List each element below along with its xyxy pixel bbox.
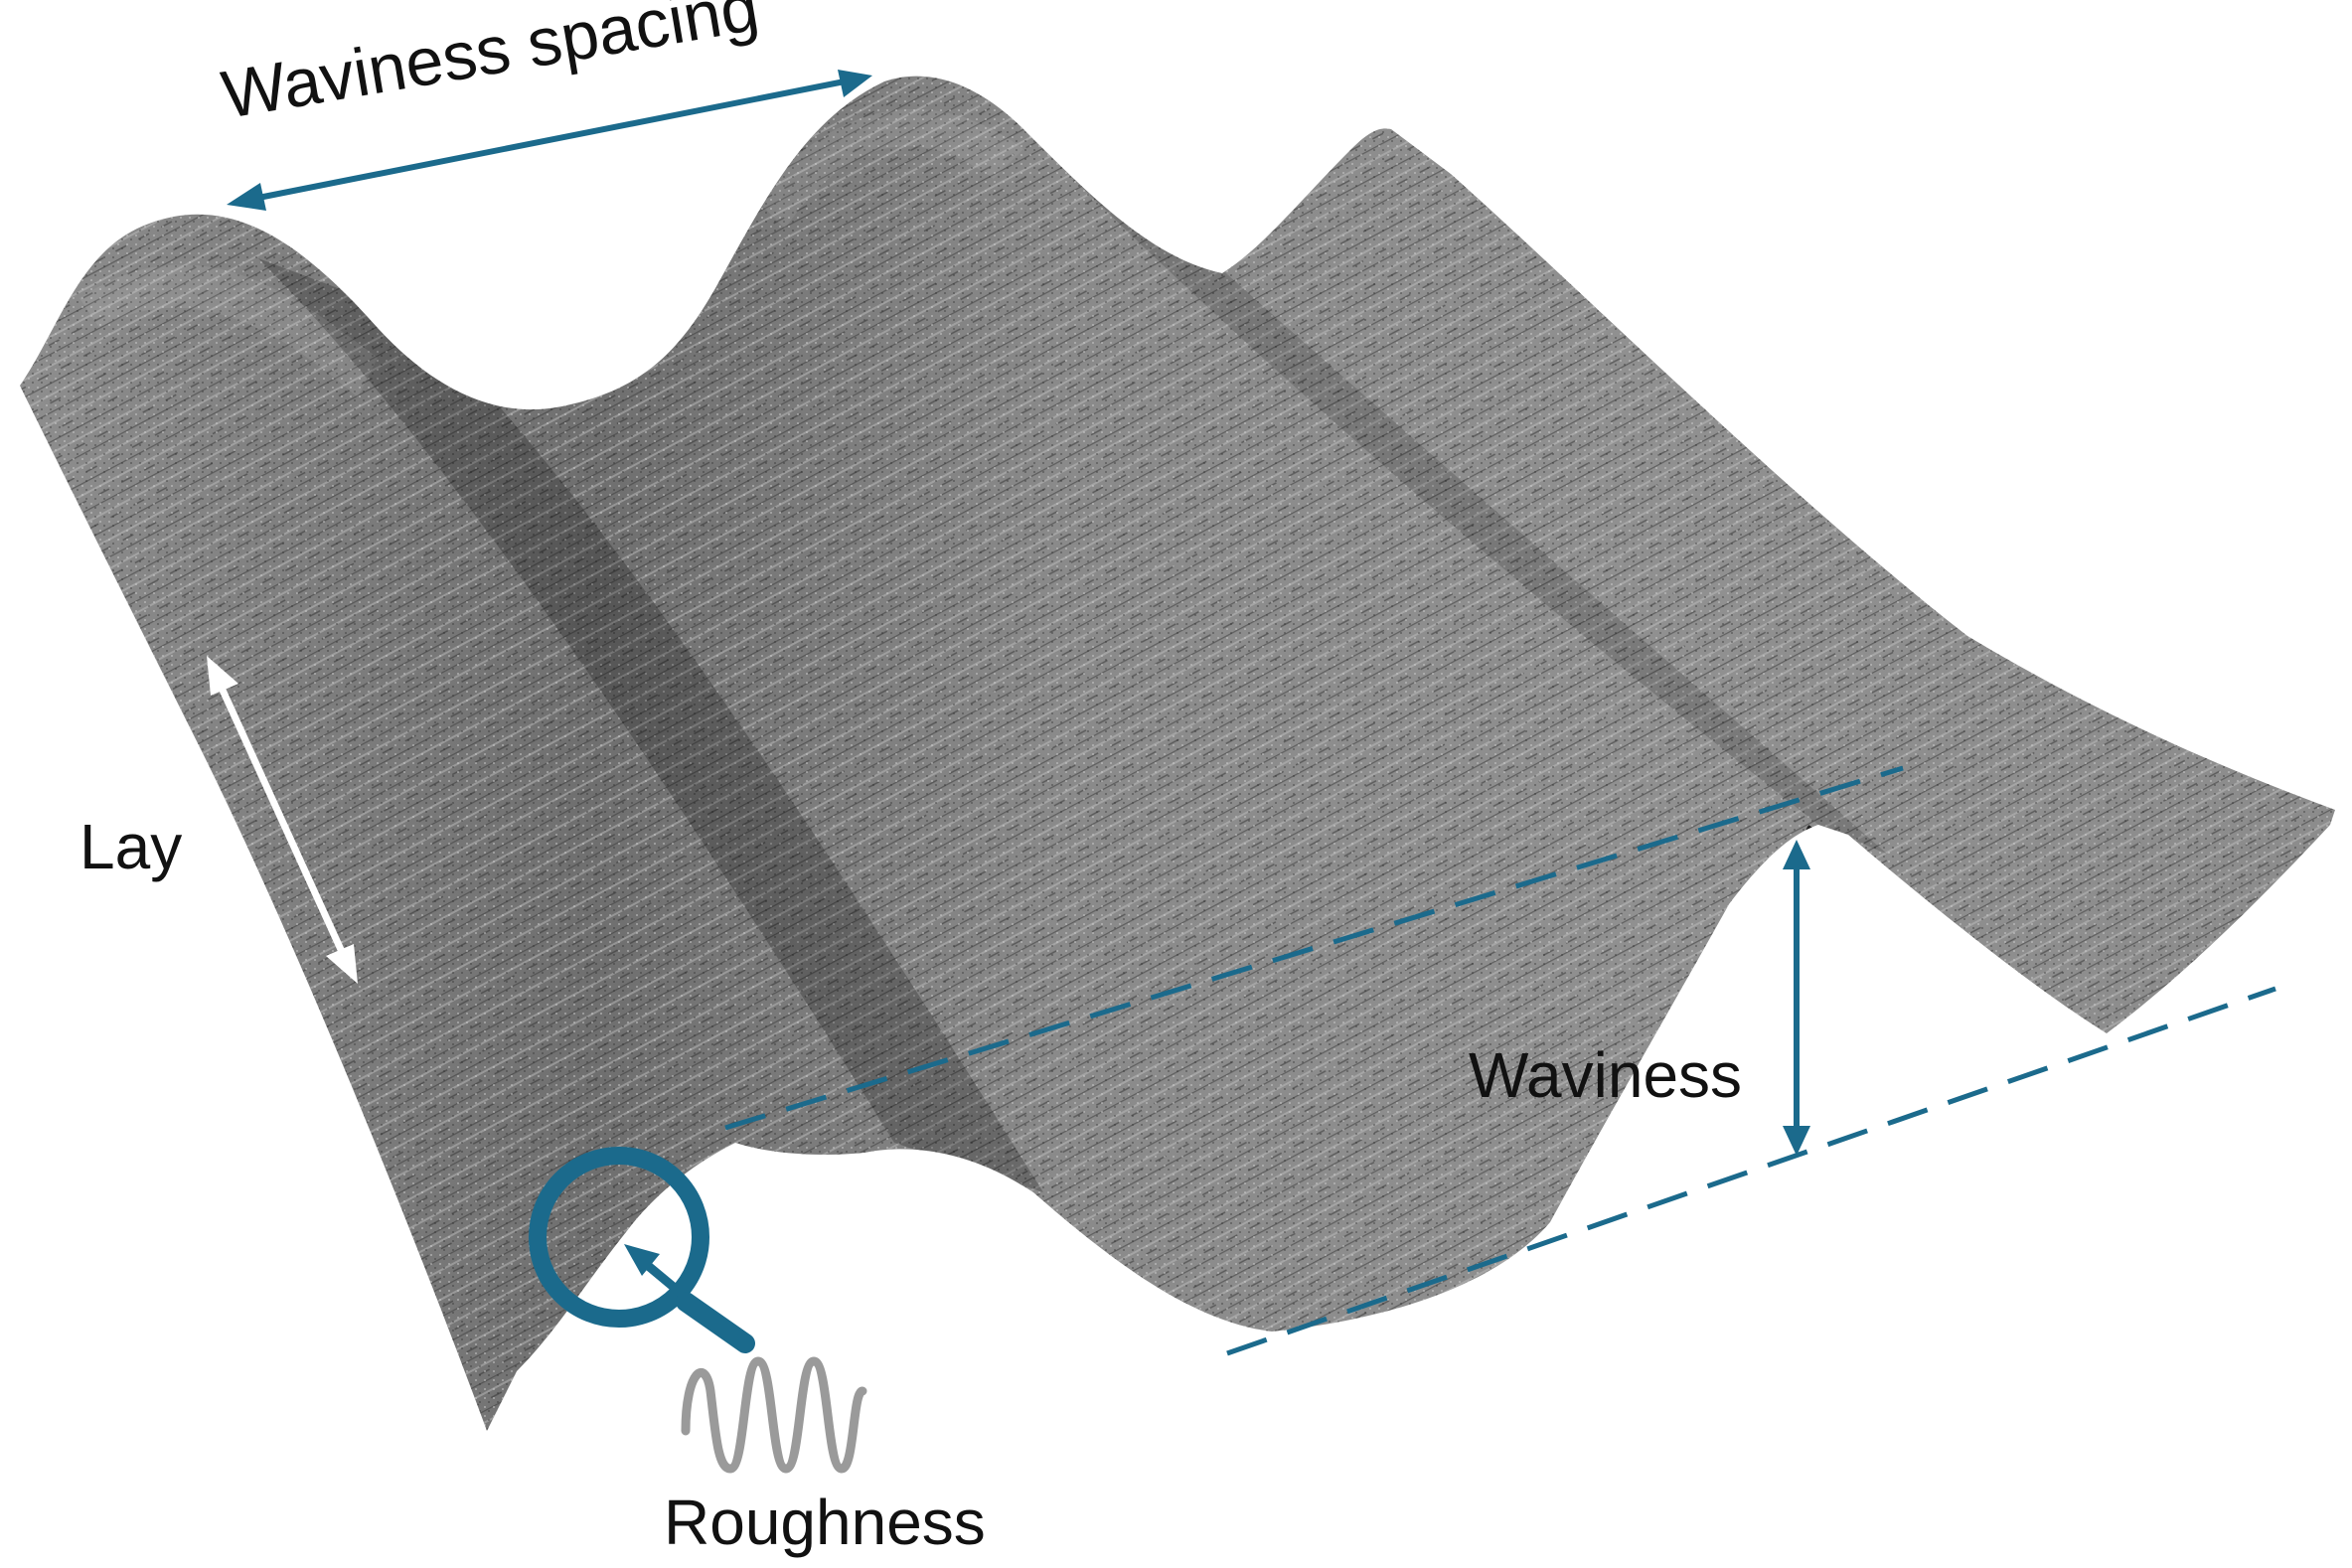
lay-arrow: [207, 656, 358, 984]
sine-wave-icon: [681, 1356, 867, 1474]
roughness-label: Roughness: [664, 1487, 986, 1558]
roughness-pointer-arrow: [624, 1244, 685, 1298]
waviness-reference-lines: [724, 765, 2276, 1356]
upper-dashed-line: [724, 765, 1904, 1131]
magnifier-icon: [529, 1147, 755, 1353]
lay-label: Lay: [79, 811, 183, 882]
waviness-label: Waviness: [1469, 1039, 1743, 1111]
lower-dashed-line: [1226, 986, 2276, 1356]
waviness-height-arrow: [1783, 840, 1810, 1156]
waviness-spacing-arrow: [227, 70, 872, 211]
